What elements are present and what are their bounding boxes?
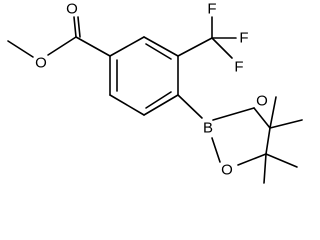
pinacol-boronate-group: B O O: [177, 93, 303, 184]
boron-label: B: [203, 120, 213, 137]
trifluoromethyl-group: F F F: [177, 1, 249, 76]
fluorine-label-right: F: [239, 30, 248, 47]
carbonyl-oxygen-label: O: [66, 1, 78, 18]
ring-oxygen-label-lower: O: [221, 162, 233, 179]
ester-oxygen-label: O: [35, 55, 47, 72]
benzene-ring: [109, 36, 179, 116]
ring-oxygen-label-upper: O: [256, 93, 268, 110]
chemical-structure: O O F F F B O O: [7, 1, 303, 184]
methyl-ester-group: O O: [7, 1, 111, 72]
fluorine-label-top: F: [207, 1, 216, 18]
fluorine-label-lower: F: [234, 59, 243, 76]
